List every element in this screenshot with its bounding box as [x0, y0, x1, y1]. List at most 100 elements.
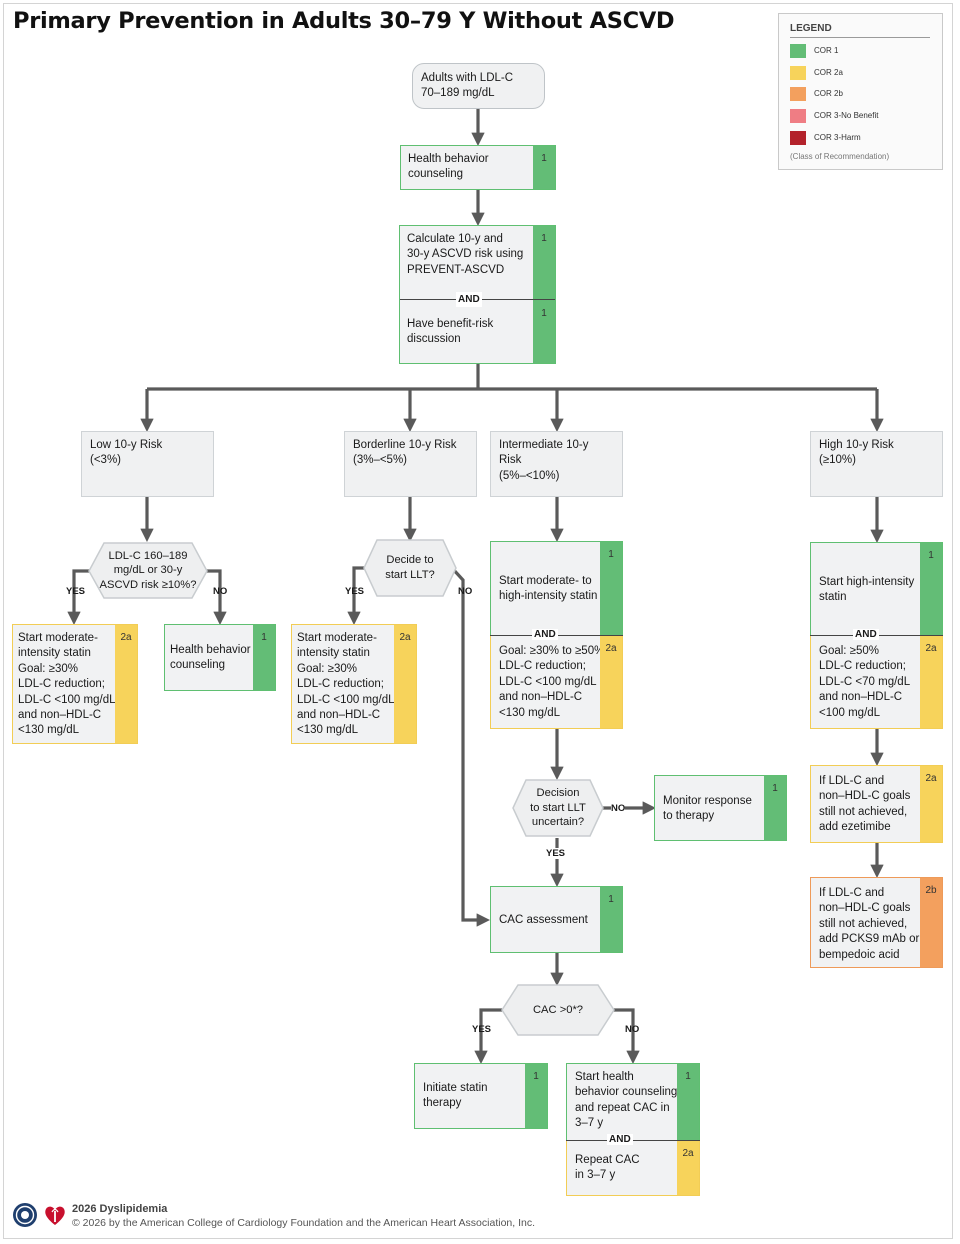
legend-label: COR 3-No Benefit [814, 111, 879, 120]
monitor-node: Monitor response to therapy 1 [654, 775, 787, 841]
borderline-risk-node: Borderline 10-y Risk (3%–<5%) [344, 431, 477, 497]
legend-label: COR 2b [814, 89, 843, 98]
cac-text: CAC assessment [499, 914, 588, 926]
cac-decision: CAC >0*? [502, 985, 614, 1035]
legend-label: COR 1 [814, 46, 839, 55]
cor-badge: 1 [541, 308, 547, 319]
cor-strip [920, 543, 942, 635]
cor-badge: 2a [120, 632, 132, 643]
int-and-label: AND [532, 629, 558, 640]
border-yes-text: Start moderate- intensity statin Goal: ≥… [297, 632, 395, 737]
cor-badge: 1 [541, 153, 547, 164]
cac-no-node: Start health behavior counseling and rep… [566, 1063, 700, 1141]
and-label: AND [456, 292, 482, 308]
cac-and-divider [566, 1140, 700, 1141]
high-goal-text: Goal: ≥50% LDL-C reduction; LDL-C <70 mg… [819, 645, 911, 719]
arrow-border-no [450, 566, 491, 927]
cor-badge: 2a [399, 632, 411, 643]
repeat-text: Repeat CAC in 3–7 y [575, 1154, 640, 1182]
cor-badge: 2b [925, 885, 937, 896]
legend-swatch [790, 87, 806, 101]
legend: LEGEND COR 1 COR 2a COR 2b COR 3-No Bene… [778, 13, 943, 170]
cor-badge: 1 [541, 233, 547, 244]
int-yes-label: YES [546, 848, 566, 859]
legend-swatch [790, 109, 806, 123]
int-decision-text: Decision to start LLT uncertain? [530, 787, 586, 829]
cor-badge: 1 [928, 550, 934, 561]
low-risk-node: Low 10-y Risk (<3%) [81, 431, 214, 497]
low-no-node: Health behavior counseling 1 [164, 624, 276, 691]
counseling-node: Health behavior counseling 1 [400, 145, 556, 190]
cor-strip [533, 226, 555, 363]
cor-strip [525, 1064, 547, 1128]
aha-heart-torch-icon [45, 1206, 65, 1225]
cor-strip [920, 878, 942, 967]
cor-badge: 1 [608, 894, 614, 905]
discussion-text: Have benefit-risk discussion [407, 318, 494, 346]
cor-badge: 2a [925, 773, 937, 784]
high-statin-node: Start high-intensity statin 1 [810, 542, 943, 636]
counseling-text: Health behavior counseling [408, 153, 489, 181]
cor-badge: 1 [608, 549, 614, 560]
cor-strip [677, 1064, 699, 1140]
cor-badge: 2a [925, 643, 937, 654]
low-no-text: Health behavior counseling [170, 644, 251, 672]
cor-strip [764, 776, 786, 840]
int-statin-node: Start moderate- to high-intensity statin… [490, 541, 623, 636]
border-decision-hexagon [363, 539, 457, 597]
border-decision: Decide to start LLT? [364, 540, 456, 596]
low-yes-label: YES [66, 586, 86, 597]
border-no-label: NO [458, 586, 473, 597]
border-decision-text: Decide to start LLT? [385, 554, 435, 581]
cor-strip [677, 1141, 699, 1195]
cor-strip [600, 542, 622, 635]
cac-node: CAC assessment 1 [490, 886, 623, 953]
low-decision-hexagon [88, 542, 208, 599]
cor-strip [115, 625, 137, 743]
cac-decision-hexagon [501, 984, 615, 1036]
low-yes-text: Start moderate- intensity statin Goal: ≥… [18, 632, 116, 737]
low-decision: LDL-C 160–189 mg/dL or 30-y ASCVD risk ≥… [89, 543, 207, 598]
cor-badge: 2a [605, 643, 617, 654]
low-no-label: NO [213, 586, 228, 597]
initiate-node: Initiate statin therapy 1 [414, 1063, 548, 1129]
cor-badge: 1 [533, 1071, 539, 1082]
cor-badge: 2a [682, 1148, 694, 1159]
cor-strip [394, 625, 416, 743]
arrow-cac-no [612, 1008, 640, 1065]
acc-seal-icon [13, 1203, 37, 1227]
high-risk-node: High 10-y Risk (≥10%) [810, 431, 943, 497]
ezetimibe-node: If LDL-C and non–HDL-C goals still not a… [810, 765, 943, 843]
high-statin-text: Start high-intensity statin [819, 576, 915, 604]
low-yes-node: Start moderate- intensity statin Goal: ≥… [12, 624, 138, 744]
legend-note: (Class of Recommendation) [790, 152, 890, 161]
calc-text: Calculate 10-y and 30-y ASCVD risk using… [407, 233, 524, 276]
low-decision-text: LDL-C 160–189 mg/dL or 30-y ASCVD risk ≥… [99, 549, 197, 591]
cor-strip [600, 636, 622, 728]
cor-badge: 1 [261, 632, 267, 643]
cac-yes-label: YES [472, 1024, 492, 1035]
cac-decision-text: CAC >0*? [532, 1003, 584, 1016]
int-goal-node: Goal: ≥30% to ≥50% LDL-C reduction; LDL-… [490, 635, 623, 729]
cor-strip [920, 766, 942, 842]
monitor-text: Monitor response to therapy [663, 795, 752, 823]
border-yes-label: YES [345, 586, 365, 597]
page-frame [3, 3, 953, 1239]
page-title: Primary Prevention in Adults 30–79 Y Wit… [13, 8, 675, 34]
calc-node: Calculate 10-y and 30-y ASCVD risk using… [399, 225, 556, 364]
start-node: Adults with LDL-C 70–189 mg/dL [412, 63, 545, 109]
pcsk9-node: If LDL-C and non–HDL-C goals still not a… [810, 877, 943, 968]
cor-badge: 1 [685, 1071, 691, 1082]
ezetimibe-text: If LDL-C and non–HDL-C goals still not a… [819, 775, 911, 834]
legend-heading: LEGEND [790, 23, 832, 34]
int-decision: Decision to start LLT uncertain? [513, 780, 603, 836]
initiate-text: Initiate statin therapy [423, 1082, 488, 1110]
cor-strip [600, 887, 622, 952]
repeat-node: Repeat CAC in 3–7 y 2a [566, 1140, 700, 1196]
footer-copyright: © 2026 by the American College of Cardio… [72, 1217, 536, 1229]
cac-no-label: NO [625, 1024, 640, 1035]
legend-label: COR 2a [814, 68, 843, 77]
pcsk9-text: If LDL-C and non–HDL-C goals still not a… [819, 887, 920, 961]
high-goal-node: Goal: ≥50% LDL-C reduction; LDL-C <70 mg… [810, 635, 943, 729]
